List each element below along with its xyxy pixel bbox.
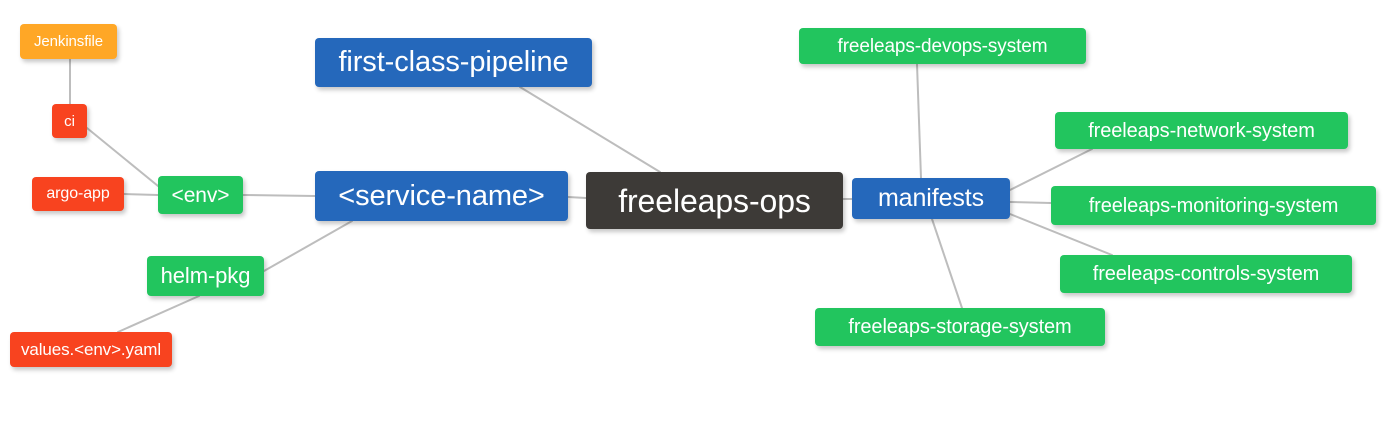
node-values-yaml[interactable]: values.<env>.yaml [10, 332, 172, 367]
edge-env-to-service-name [242, 194, 316, 197]
node-label: freeleaps-storage-system [848, 316, 1072, 338]
node-label: manifests [877, 184, 985, 212]
node-manifests[interactable]: manifests [852, 178, 1010, 219]
edge-manifests-to-storage [931, 218, 963, 309]
edge-manifests-to-monitoring [1009, 201, 1052, 204]
node-label: Jenkinsfile [34, 33, 103, 50]
node-controls[interactable]: freeleaps-controls-system [1060, 255, 1352, 293]
node-label: <service-name> [338, 179, 545, 212]
node-label: freeleaps-controls-system [1092, 263, 1320, 285]
node-monitoring[interactable]: freeleaps-monitoring-system [1051, 186, 1376, 225]
node-ci[interactable]: ci [52, 104, 87, 138]
node-label: freeleaps-network-system [1088, 119, 1315, 142]
node-network[interactable]: freeleaps-network-system [1055, 112, 1348, 149]
node-label: freeleaps-monitoring-system [1088, 194, 1339, 217]
edge-ci-to-env [86, 127, 159, 187]
node-service-name[interactable]: <service-name> [315, 171, 568, 221]
node-label: freeleaps-devops-system [837, 35, 1048, 57]
node-root[interactable]: freeleaps-ops [586, 172, 843, 229]
node-env[interactable]: <env> [158, 176, 243, 214]
node-helm-pkg[interactable]: helm-pkg [147, 256, 264, 296]
node-storage[interactable]: freeleaps-storage-system [815, 308, 1105, 346]
node-pipeline[interactable]: first-class-pipeline [315, 38, 592, 87]
edge-manifests-to-controls [1009, 213, 1113, 256]
node-label: <env> [171, 183, 230, 207]
node-argo-app[interactable]: argo-app [32, 177, 124, 211]
edge-service-name-to-root [567, 196, 587, 199]
node-label: ci [64, 112, 75, 130]
edge-service-name-to-helm-pkg [263, 220, 353, 272]
edge-manifests-to-devops [916, 63, 922, 179]
edge-argo-app-to-env [123, 193, 159, 196]
node-label: freeleaps-ops [618, 182, 811, 219]
node-label: helm-pkg [160, 263, 251, 288]
edge-helm-pkg-to-values-yaml [117, 295, 200, 333]
node-label: argo-app [46, 185, 110, 202]
node-jenkinsfile[interactable]: Jenkinsfile [20, 24, 117, 59]
node-label: values.<env>.yaml [20, 340, 162, 359]
edge-pipeline-to-root [519, 86, 661, 173]
node-label: first-class-pipeline [338, 46, 569, 78]
node-devops[interactable]: freeleaps-devops-system [799, 28, 1086, 64]
edge-manifests-to-network [1009, 148, 1093, 191]
